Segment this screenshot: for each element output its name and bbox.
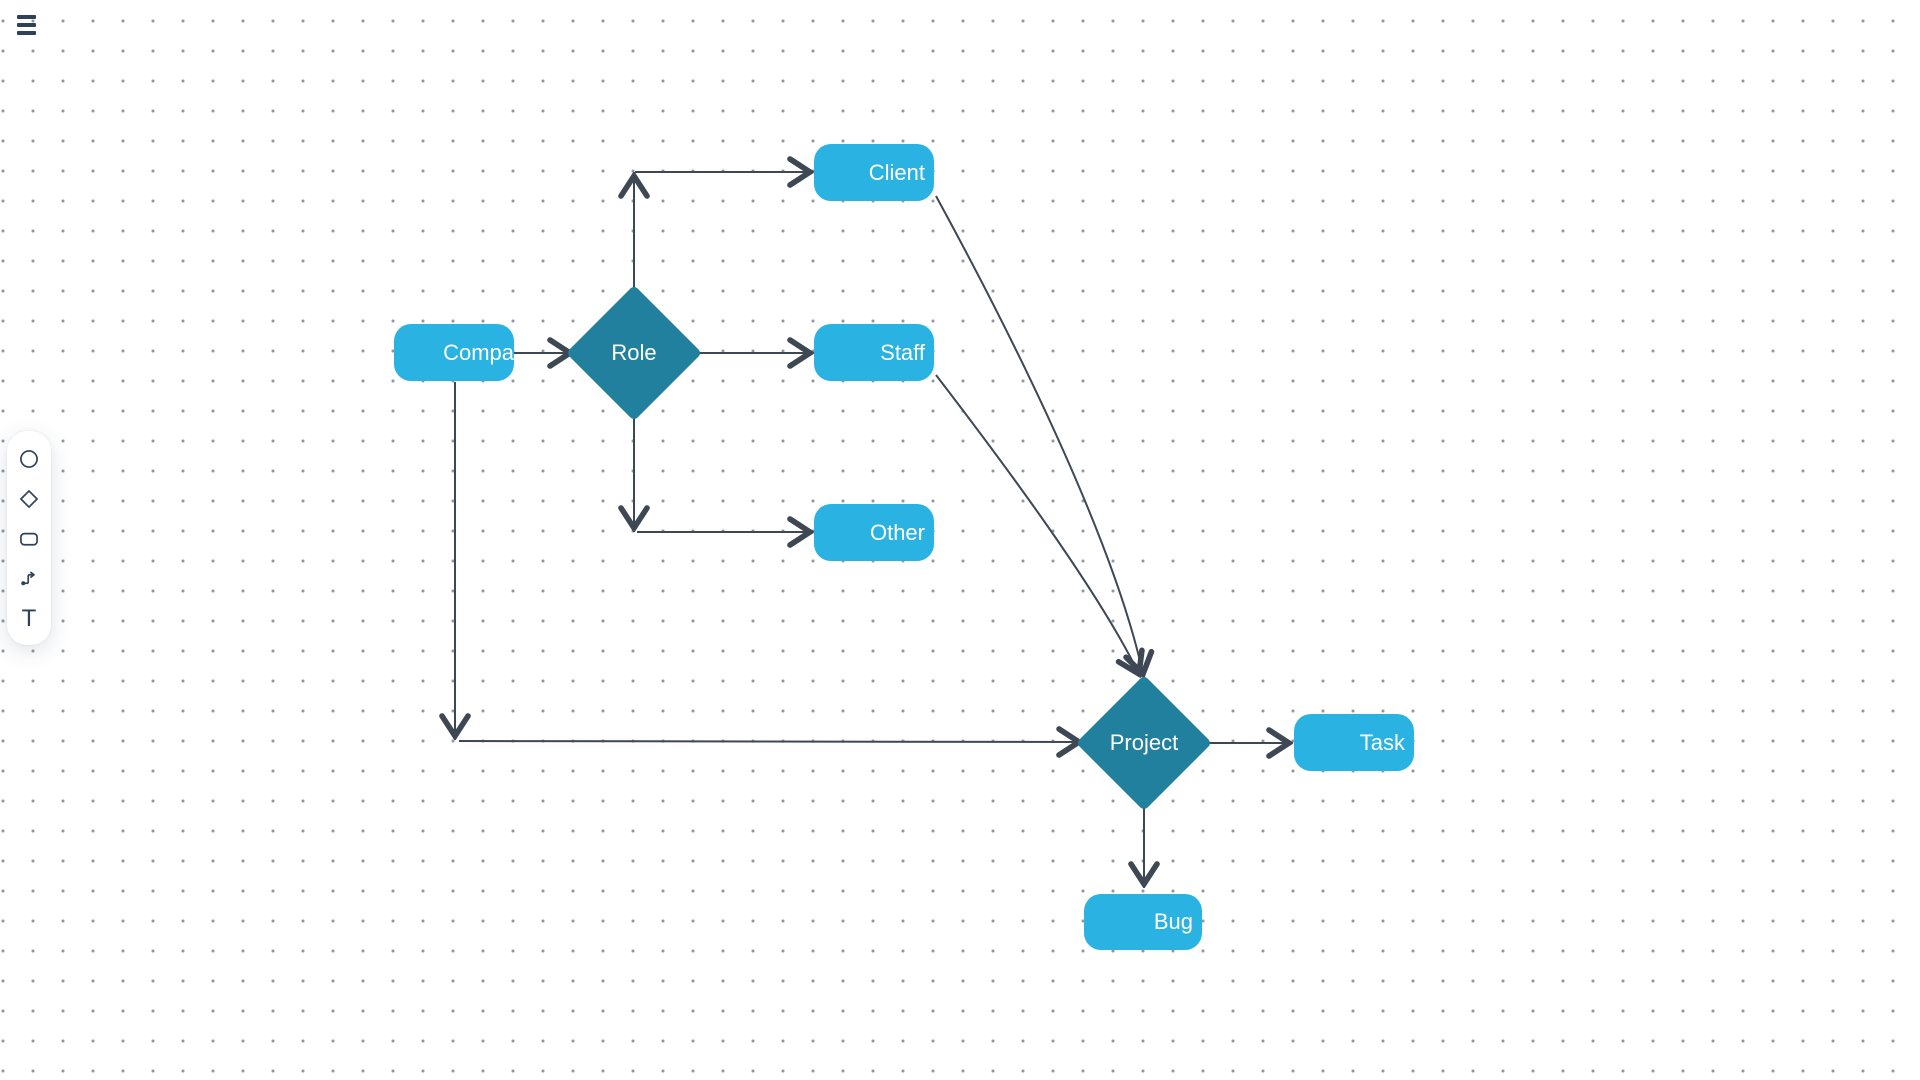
edge-staff-project[interactable] [935,374,1139,674]
diamond-icon[interactable] [13,483,45,515]
edge-client-project[interactable] [935,195,1143,674]
node-label: Task [1359,729,1405,755]
node-label: Staff [880,339,925,365]
node-task[interactable]: Task [1294,714,1414,771]
text-icon[interactable]: T [13,603,45,635]
hamburger-bar [17,23,36,27]
node-bug[interactable]: Bug [1084,894,1202,950]
node-project-diamond[interactable] [1078,677,1210,809]
node-label: Compa [443,339,514,365]
edge-company-project[interactable] [458,741,1079,742]
node-client[interactable]: Client [814,144,934,201]
shape-toolbar: T [7,431,51,645]
node-role-diamond[interactable] [568,287,700,419]
hamburger-bar [17,31,36,35]
node-staff[interactable]: Staff [814,324,934,381]
hamburger-menu-icon[interactable] [15,13,41,37]
circle-icon[interactable] [13,443,45,475]
node-other[interactable]: Other [814,504,934,561]
node-label: Other [869,519,925,545]
node-label: Client [868,159,925,185]
rectangle-icon[interactable] [13,523,45,555]
node-label: Bug [1153,909,1193,934]
node-company[interactable]: Compa [394,324,514,381]
hamburger-bar [17,15,36,19]
connector-arrow-icon[interactable] [13,563,45,595]
